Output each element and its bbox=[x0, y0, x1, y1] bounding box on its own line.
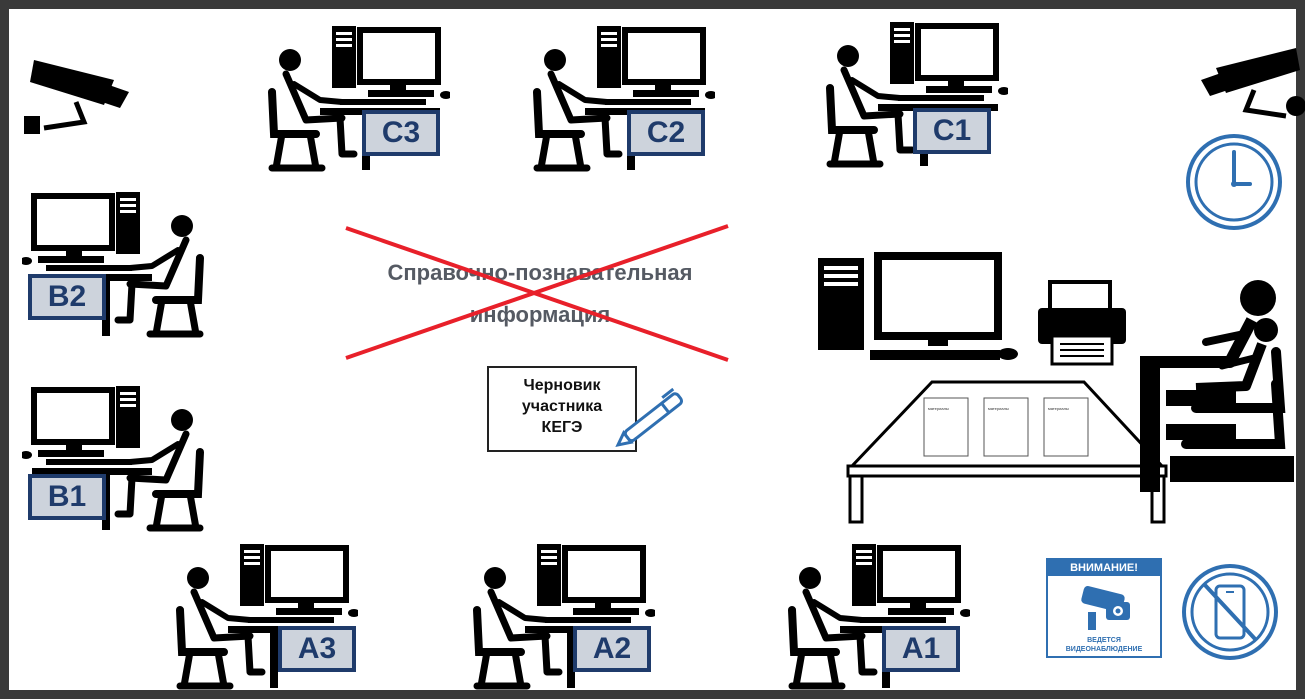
warning-title: ВНИМАНИЕ! bbox=[1048, 560, 1160, 576]
workstation-b1: В1 bbox=[22, 382, 252, 532]
seat-label-c1: С1 bbox=[913, 108, 991, 154]
video-surveillance-sign-icon: ВНИМАНИЕ! ВЕДЕТСЯ ВИДЕОНАБЛЮДЕНИЕ bbox=[1046, 558, 1162, 658]
reference-info-text: Справочно-познавательная информация bbox=[350, 252, 730, 336]
workstation-b2: В2 bbox=[22, 188, 252, 338]
materials-paper-2: материалы bbox=[988, 406, 1009, 411]
reference-info-line1: Справочно-познавательная bbox=[387, 260, 693, 285]
camera-icon bbox=[24, 60, 129, 134]
workstation-a3: А3 bbox=[158, 540, 388, 690]
draft-line2: участника bbox=[521, 398, 603, 415]
participant-draft-paper: Черновик участника КЕГЭ bbox=[487, 366, 637, 452]
draft-line3: КЕГЭ bbox=[541, 419, 583, 436]
workstation-a2: А2 bbox=[455, 540, 685, 690]
camera-icon bbox=[1081, 586, 1130, 630]
warning-line1: ВЕДЕТСЯ bbox=[1087, 637, 1121, 644]
exam-materials: материалы материалы материалы bbox=[923, 397, 1089, 457]
clock-icon bbox=[1186, 134, 1282, 230]
seat-label-c2: С2 bbox=[627, 110, 705, 156]
pen-icon bbox=[615, 387, 684, 448]
warning-text: ВЕДЕТСЯ ВИДЕОНАБЛЮДЕНИЕ bbox=[1048, 636, 1160, 654]
materials-paper-3: материалы bbox=[1048, 406, 1069, 411]
workstation-c2: С2 bbox=[515, 22, 745, 172]
prohibited-cross-icon bbox=[345, 224, 729, 362]
draft-line1: Черновик bbox=[523, 377, 601, 394]
seat-label-a3: А3 bbox=[278, 626, 356, 672]
camera-icon bbox=[1201, 48, 1305, 119]
workstation-c3: С3 bbox=[250, 22, 480, 172]
workstation-a1: А1 bbox=[770, 540, 1000, 690]
warning-line2: ВИДЕОНАБЛЮДЕНИЕ bbox=[1065, 646, 1143, 653]
no-phone-icon bbox=[1182, 564, 1278, 660]
materials-paper-1: материалы bbox=[928, 406, 949, 411]
computer-icon bbox=[818, 252, 1018, 360]
organizers-person-icon bbox=[1140, 280, 1294, 492]
seat-label-a2: А2 bbox=[573, 626, 651, 672]
seat-label-b2: В2 bbox=[28, 274, 106, 320]
workstation-c1: С1 bbox=[808, 18, 1038, 168]
seat-label-a1: А1 bbox=[882, 626, 960, 672]
seat-label-b1: В1 bbox=[28, 474, 106, 520]
organizer-table: материалы материалы материалы bbox=[846, 380, 1168, 524]
seat-label-c3: С3 bbox=[362, 110, 440, 156]
printer-icon bbox=[1038, 280, 1126, 366]
